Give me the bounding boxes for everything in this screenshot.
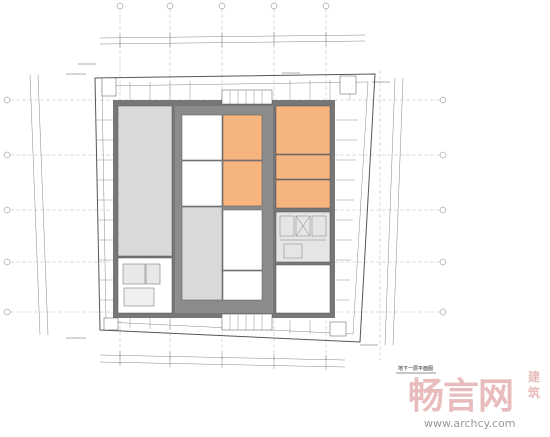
parking-ring bbox=[101, 81, 369, 335]
stair-box bbox=[122, 263, 146, 285]
left-dimension bbox=[29, 74, 49, 336]
right-dimension bbox=[384, 77, 404, 346]
room-center-top bbox=[181, 114, 223, 161]
room-orange-4 bbox=[275, 154, 331, 180]
watermark: 畅言网 建筑 www.archcy.com bbox=[390, 365, 550, 437]
corner-stair-se bbox=[329, 321, 347, 337]
watermark-url: www.archcy.com bbox=[424, 417, 516, 430]
top-dimension bbox=[99, 32, 366, 48]
room-right-mid bbox=[222, 209, 263, 271]
left-hall bbox=[117, 105, 173, 257]
right-core-detail bbox=[279, 215, 327, 259]
corner-stair-sw bbox=[103, 317, 119, 331]
room-orange-5 bbox=[275, 179, 331, 209]
watermark-name: 畅言网 bbox=[408, 376, 514, 417]
grid-bubbles bbox=[3, 2, 447, 316]
room-center-mid bbox=[181, 160, 223, 207]
elevation-tags bbox=[66, 63, 390, 346]
top-stair-core bbox=[221, 89, 273, 105]
right-core bbox=[275, 211, 331, 263]
corner-stair-nw bbox=[101, 77, 117, 97]
bottom-stair-core bbox=[221, 313, 273, 331]
outer-perimeter bbox=[94, 73, 376, 343]
watermark-side: 建筑 bbox=[528, 370, 541, 400]
room-orange-3 bbox=[275, 105, 331, 155]
elevator-box bbox=[145, 263, 161, 285]
room-orange-1 bbox=[222, 114, 263, 161]
bottom-dimension bbox=[99, 351, 346, 370]
room-center-hall bbox=[181, 206, 223, 301]
room-orange-2 bbox=[222, 160, 263, 207]
corner-stair-ne bbox=[339, 75, 357, 95]
room-right-low bbox=[222, 270, 263, 301]
room-right-bottom bbox=[275, 264, 331, 314]
shaft-box bbox=[123, 287, 155, 307]
drawing-caption: 地下一层平面图 bbox=[398, 365, 433, 372]
